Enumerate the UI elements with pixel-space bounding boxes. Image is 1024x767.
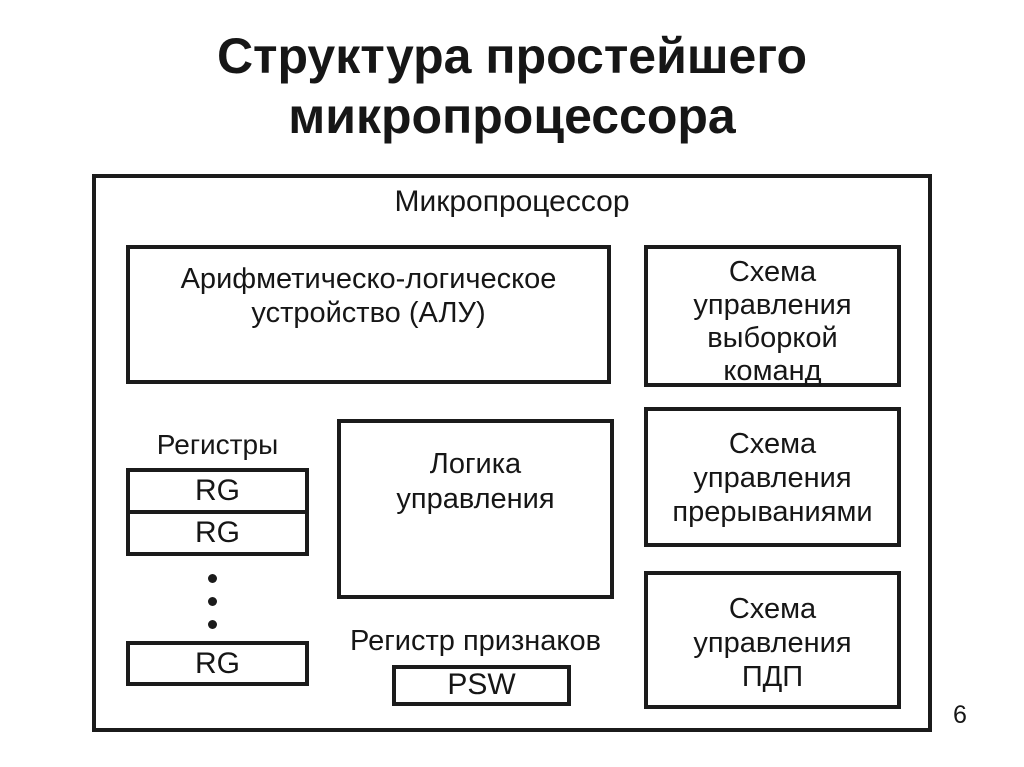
fetch-control-box: Схема управления выборкой команд (644, 245, 901, 387)
control-logic-line-2: управления (396, 483, 555, 515)
control-logic-box: Логика управления (337, 419, 614, 599)
slide-title-line-1: Структура простейшего (216, 28, 808, 84)
alu-label-line-1: Арифметическо-логическое (180, 263, 557, 295)
fetch-control-line-3: выборкой (707, 322, 838, 354)
register-box-3: RG (126, 641, 309, 686)
vertical-ellipsis-icon (208, 574, 217, 629)
psw-box: PSW (392, 665, 571, 706)
dma-control-box: Схема управления ПДП (644, 571, 901, 709)
microprocessor-label: Микропроцессор (394, 185, 630, 218)
dma-control-line-1: Схема (728, 593, 817, 625)
interrupt-control-line-1: Схема (728, 428, 817, 460)
ellipsis-dot (208, 620, 217, 629)
dma-control-line-2: управления (693, 627, 852, 659)
interrupt-control-line-2: управления (693, 462, 852, 494)
alu-label-line-2: устройство (АЛУ) (251, 297, 486, 329)
slide-title: Структура простейшего микропроцессора (0, 26, 1024, 146)
microprocessor-container: Микропроцессор Арифметическо-логическое … (92, 174, 932, 732)
control-logic-line-1: Логика (429, 448, 522, 480)
register-box-1: RG (126, 468, 309, 514)
slide-title-line-2: микропроцессора (288, 88, 736, 144)
dma-control-line-3: ПДП (741, 661, 804, 693)
alu-box: Арифметическо-логическое устройство (АЛУ… (126, 245, 611, 384)
interrupt-control-box: Схема управления прерываниями (644, 407, 901, 547)
fetch-control-line-4: команд (723, 355, 822, 387)
fetch-control-line-2: управления (693, 289, 852, 321)
ellipsis-dot (208, 597, 217, 606)
ellipsis-dot (208, 574, 217, 583)
register-box-2: RG (126, 510, 309, 556)
interrupt-control-line-3: прерываниями (672, 496, 873, 528)
registers-label: Регистры (156, 429, 279, 460)
fetch-control-line-1: Схема (728, 256, 817, 288)
flags-register-label: Регистр признаков (350, 625, 601, 657)
page-number: 6 (953, 701, 967, 729)
